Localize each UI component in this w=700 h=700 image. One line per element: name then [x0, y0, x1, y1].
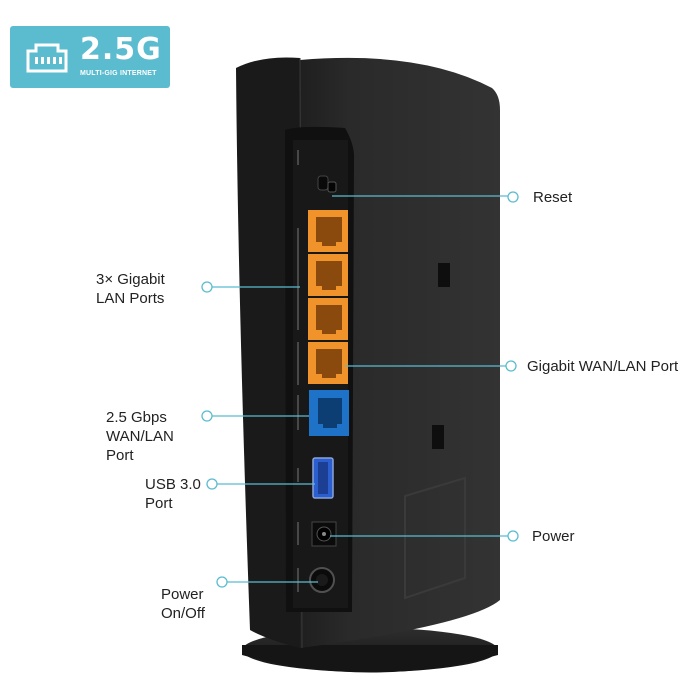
multi-gig-badge: 2.5G MULTI-GIG INTERNET — [10, 26, 170, 88]
lan-ports-leader — [201, 281, 300, 293]
wall-mount-slot — [432, 425, 444, 449]
usb-port-label: USB 3.0 Port — [145, 475, 201, 513]
gigabit-lan-port[interactable] — [308, 254, 348, 296]
reset-leader — [332, 191, 519, 203]
ethernet-port-icon — [26, 43, 68, 73]
power-jack[interactable] — [311, 521, 337, 547]
power-switch[interactable] — [309, 567, 335, 593]
wan-lan-leader — [345, 360, 517, 372]
usb-port-label-text: USB 3.0 Port — [145, 476, 201, 512]
multi-gig-port[interactable] — [309, 390, 349, 436]
lan-ports-label: 3× Gigabit LAN Ports — [96, 270, 165, 308]
reset-label-text: Reset — [533, 189, 573, 206]
power-switch-label: Power On/Off — [161, 585, 205, 623]
usb-port[interactable] — [312, 457, 334, 499]
wan-lan-port-label: Gigabit WAN/LAN Port — [527, 357, 678, 376]
power-label: Power — [532, 527, 575, 546]
gigabit-ports — [308, 210, 348, 384]
multi-gig-port-label: 2.5 Gbps WAN/LAN Port — [106, 408, 174, 465]
reset-button[interactable] — [317, 175, 337, 193]
gigabit-lan-port[interactable] — [308, 210, 348, 252]
power-label-text: Power — [532, 528, 575, 545]
usb-leader — [206, 478, 315, 490]
power-leader — [330, 530, 519, 542]
multi-gig-port-label-text: 2.5 Gbps WAN/LAN Port — [106, 409, 174, 464]
power-switch-label-text: Power On/Off — [161, 586, 205, 622]
wall-mount-slot — [438, 263, 450, 287]
reset-label: Reset — [533, 188, 572, 207]
multi-gig-leader — [201, 410, 309, 422]
badge-speed: 2.5G — [80, 32, 162, 67]
wan-lan-port-label-text: Gigabit WAN/LAN Port — [527, 358, 679, 375]
gigabit-wan-lan-port[interactable] — [308, 342, 348, 384]
lan-ports-label-text: 3× Gigabit LAN Ports — [96, 271, 165, 307]
badge-subtitle: MULTI-GIG INTERNET — [80, 70, 157, 77]
power-switch-leader — [216, 576, 318, 588]
gigabit-lan-port[interactable] — [308, 298, 348, 340]
